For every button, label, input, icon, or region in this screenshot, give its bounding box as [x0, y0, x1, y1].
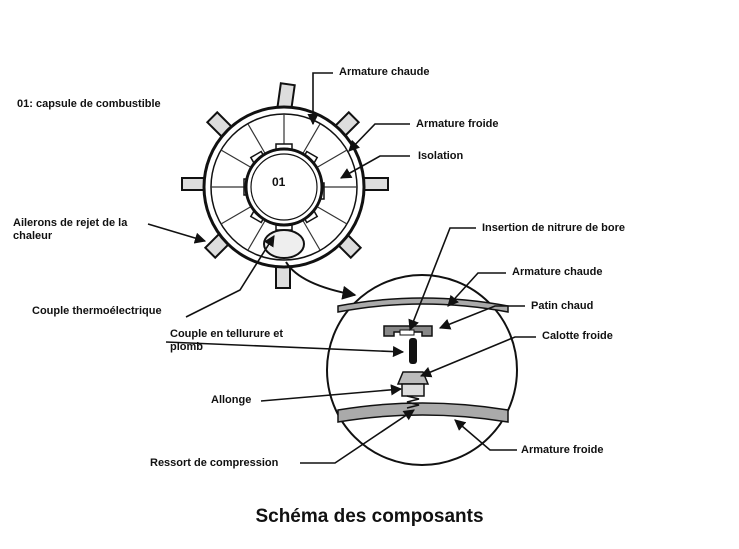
label-insertion-nitrure: Insertion de nitrure de bore: [482, 222, 626, 234]
extension: [401, 383, 425, 397]
cold-armature-band: [337, 402, 509, 423]
label-armature-froide-detail: Armature froide: [521, 444, 604, 456]
compression-spring: [406, 395, 420, 409]
label-armature-chaude-detail: Armature chaude: [512, 266, 603, 278]
label-armature-froide-top: Armature froide: [416, 118, 499, 130]
center-label: 01: [272, 175, 286, 189]
diagram-caption: Schéma des composants: [255, 506, 484, 527]
thermocouple-leg: [409, 338, 417, 364]
boron-nitride-insert: [399, 329, 415, 336]
fuel-capsule: [244, 147, 324, 227]
generator-cross-section: [181, 82, 389, 289]
detail-connector: [285, 261, 357, 300]
label-isolation: Isolation: [418, 150, 464, 162]
label-couple-thermoelectrique: Couple thermoélectrique: [32, 305, 162, 317]
magnified-detail: [285, 261, 518, 466]
cold-cap: [396, 371, 430, 385]
label-couple-tellurure: Couple en tellurure et plomb: [170, 328, 284, 353]
label-ressort: Ressort de compression: [150, 457, 279, 469]
label-ailerons: Ailerons de rejet de la chaleur: [13, 217, 128, 242]
label-patin-chaud: Patin chaud: [531, 300, 594, 312]
hot-armature-band: [337, 297, 509, 313]
legend-fuel-capsule: 01: capsule de combustible: [17, 98, 161, 110]
label-calotte-froide: Calotte froide: [542, 330, 613, 342]
label-armature-chaude-top: Armature chaude: [339, 66, 430, 78]
label-allonge: Allonge: [211, 394, 252, 406]
leader-lines: [147, 72, 536, 464]
bottom-module: [263, 229, 305, 259]
